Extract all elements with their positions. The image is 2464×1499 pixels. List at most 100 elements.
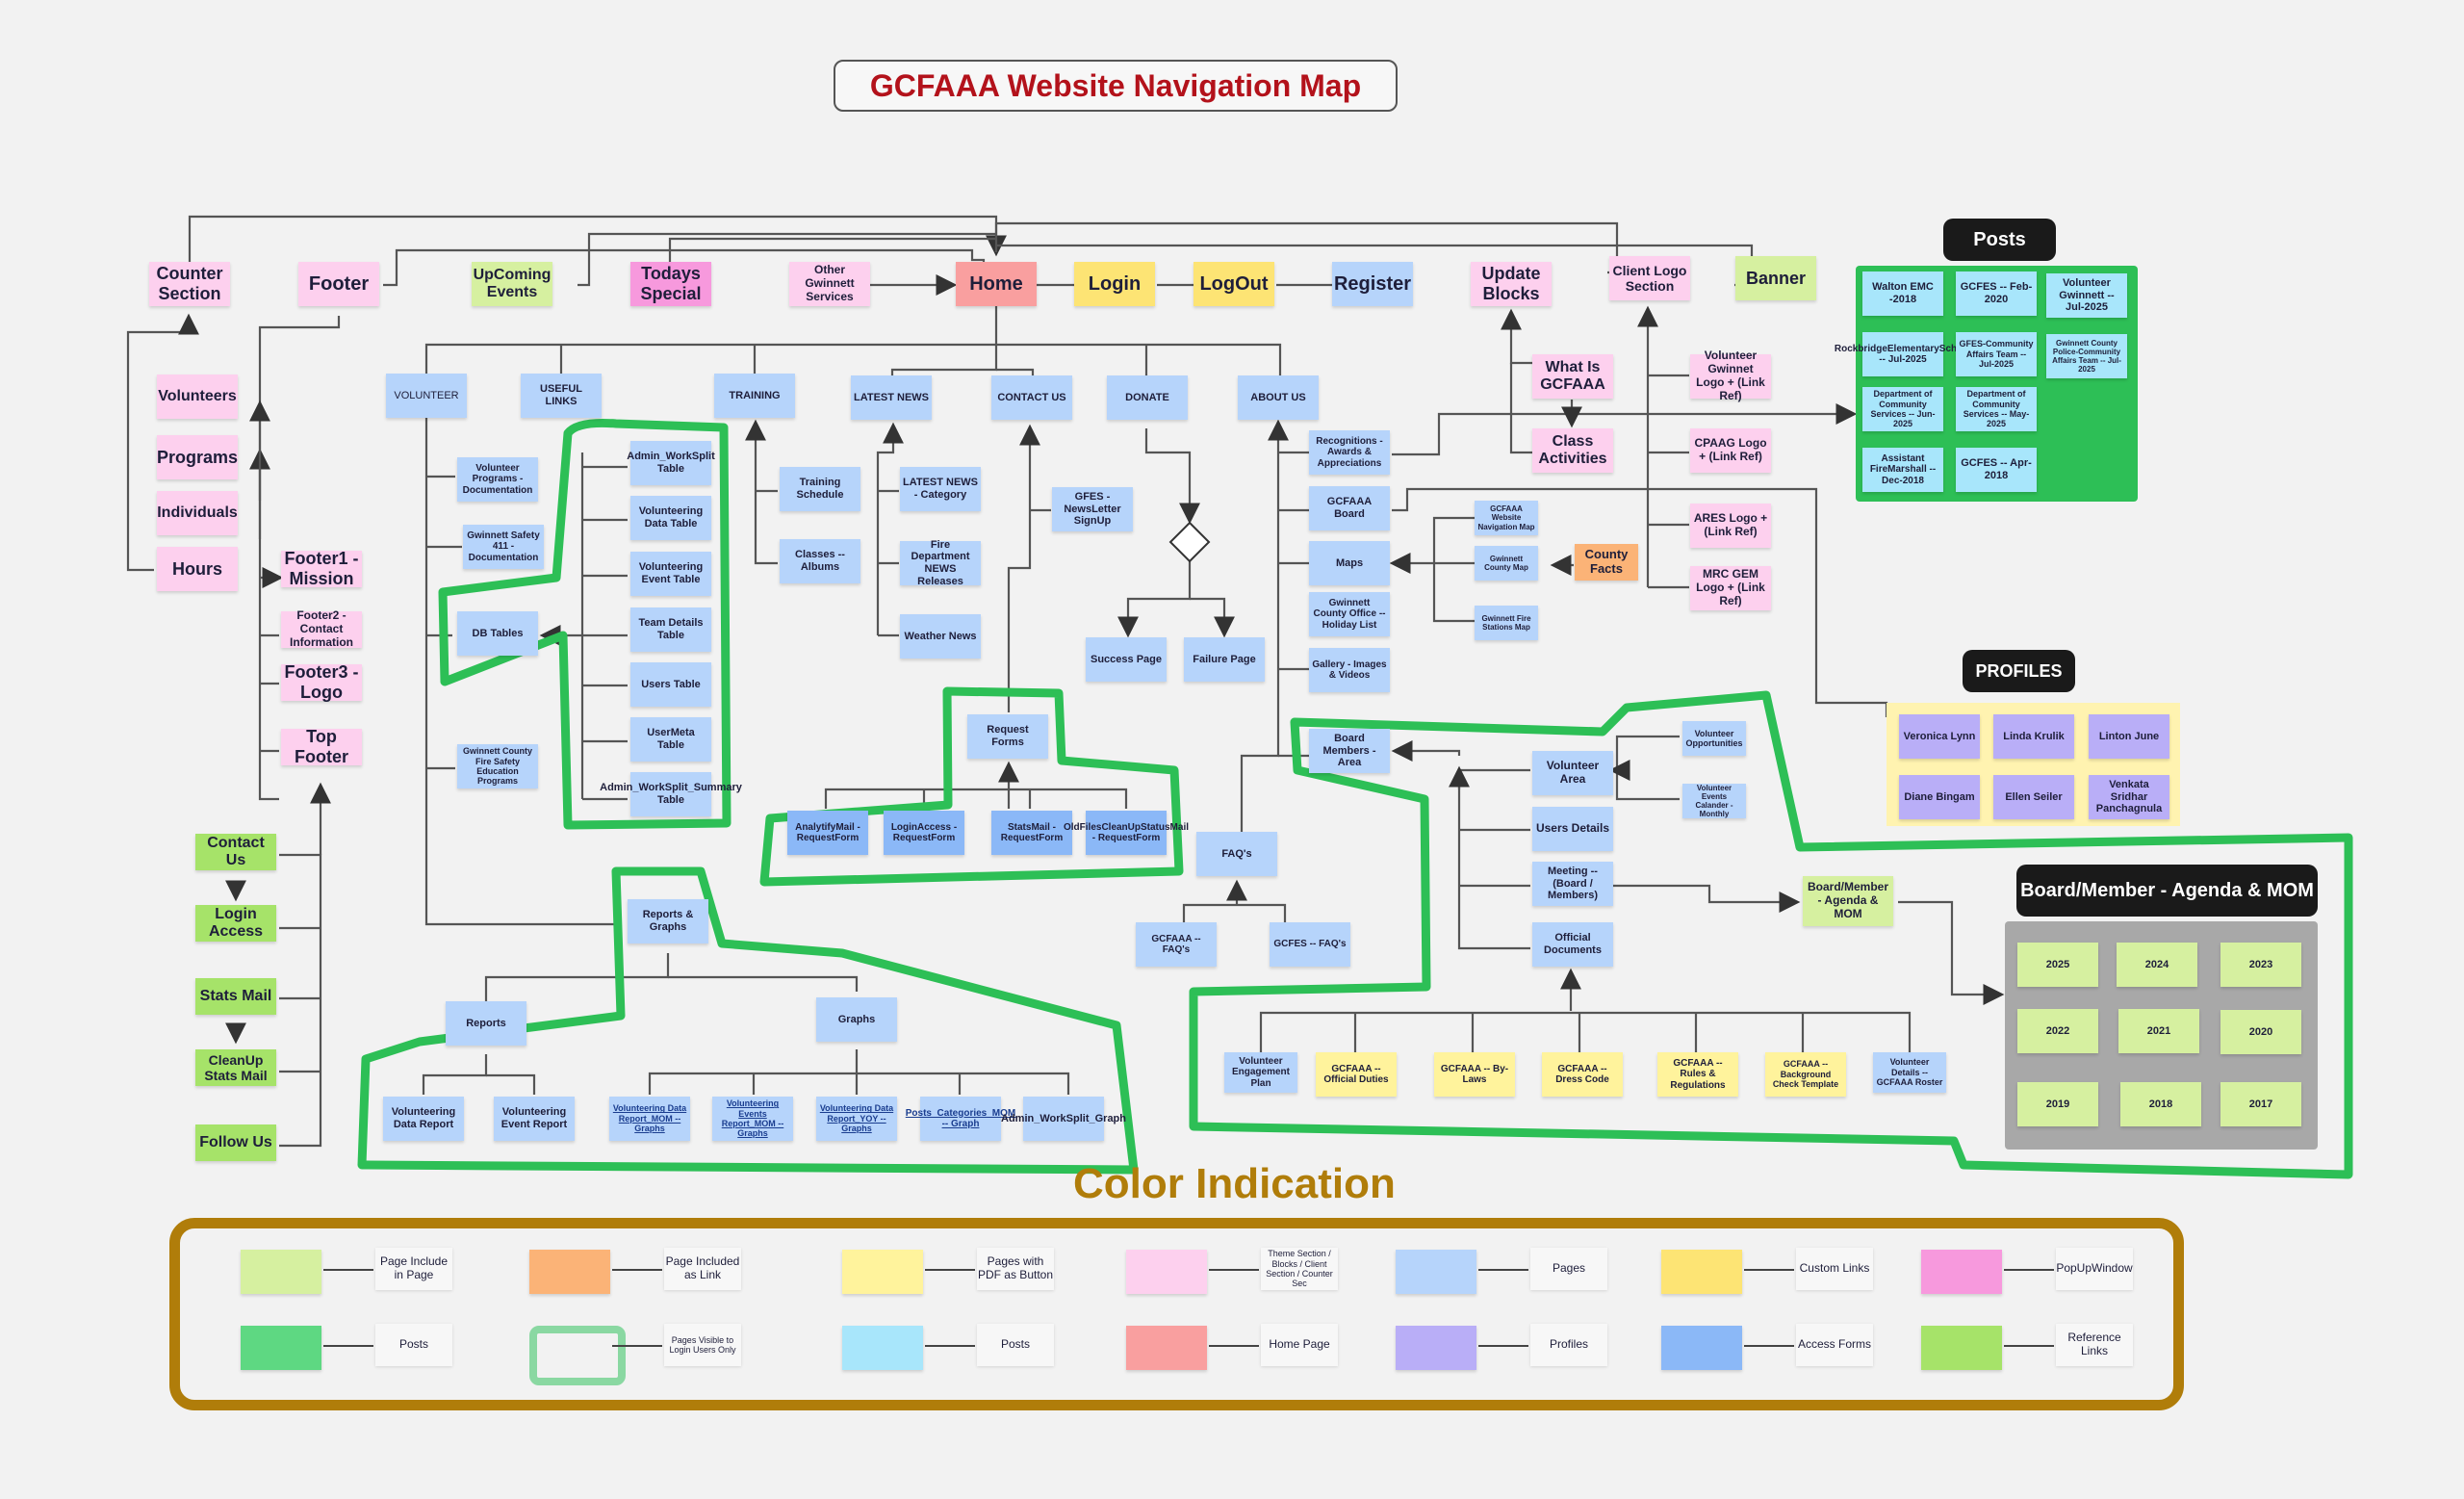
board-members-area-node[interactable]: Board Members - Area xyxy=(1309,729,1390,773)
map-item[interactable]: Gwinnett Fire Stations Map xyxy=(1475,606,1538,640)
post-item[interactable]: GCFES -- Feb-2020 xyxy=(1956,271,2037,316)
top-footer-link[interactable]: Follow Us xyxy=(195,1124,276,1161)
profile-item[interactable]: Diane Bingam xyxy=(1899,775,1980,819)
graph-item[interactable]: Posts_Categories_MOM -- Graph xyxy=(906,1097,1015,1141)
client-logo-item[interactable]: MRC GEM Logo + (Link Ref) xyxy=(1690,566,1771,610)
post-item[interactable]: Department of Community Services -- May-… xyxy=(1956,387,2037,431)
about-child[interactable]: Gallery - Images & Videos xyxy=(1309,648,1390,692)
agenda-year[interactable]: 2017 xyxy=(2220,1082,2301,1126)
todays-special-node[interactable]: Todays Special xyxy=(630,262,711,306)
graph-item[interactable]: Admin_WorkSplit_Graph xyxy=(1001,1097,1126,1141)
agenda-year[interactable]: 2018 xyxy=(2120,1082,2201,1126)
post-item[interactable]: Assistant FireMarshall -- Dec-2018 xyxy=(1862,448,1943,492)
request-form-item[interactable]: OldFilesCleanUpStatusMail - RequestForm xyxy=(1064,811,1189,855)
about-child[interactable]: GCFAAA Board xyxy=(1309,486,1390,530)
users-details-node[interactable]: Users Details xyxy=(1532,807,1613,851)
counter-item[interactable]: Hours xyxy=(157,547,238,591)
doc-item[interactable]: GCFAAA -- Official Duties xyxy=(1316,1052,1397,1097)
doc-item[interactable]: GCFAAA -- Background Check Template xyxy=(1765,1052,1846,1097)
doc-item[interactable]: GCFAAA -- Dress Code xyxy=(1542,1052,1623,1097)
request-form-item[interactable]: AnalytifyMail - RequestForm xyxy=(787,811,868,855)
menu-volunteer[interactable]: VOLUNTEER xyxy=(386,374,467,418)
profile-item[interactable]: Linton June xyxy=(2089,714,2169,759)
top-footer-link[interactable]: Stats Mail xyxy=(195,978,276,1015)
class-activities-node[interactable]: Class Activities xyxy=(1532,428,1613,473)
faq-item[interactable]: GCFES -- FAQ's xyxy=(1270,922,1350,967)
footer-item[interactable]: Footer2 - Contact Information xyxy=(281,608,362,649)
profile-item[interactable]: Venkata Sridhar Panchagnula xyxy=(2089,775,2169,819)
graph-item[interactable]: Volunteering Data Report_MOM -- Graphs xyxy=(609,1097,690,1141)
db-table-item[interactable]: Users Table xyxy=(630,662,711,707)
counter-item[interactable]: Individuals xyxy=(157,491,238,535)
menu-latest-news[interactable]: LATEST NEWS xyxy=(851,375,932,420)
about-child[interactable]: Recognitions - Awards & Appreciations xyxy=(1309,430,1390,475)
post-item[interactable]: Gwinnett County Police-Community Affairs… xyxy=(2046,334,2127,378)
footer-node[interactable]: Footer xyxy=(298,262,379,306)
success-page-node[interactable]: Success Page xyxy=(1086,637,1167,682)
doc-item[interactable]: Volunteer Engagement Plan xyxy=(1224,1052,1297,1093)
failure-page-node[interactable]: Failure Page xyxy=(1184,637,1265,682)
footer-item[interactable]: Top Footer xyxy=(281,727,362,766)
other-gwinnett-services-node[interactable]: Other Gwinnett Services xyxy=(789,262,870,306)
newsletter-signup-node[interactable]: GFES - NewsLetter SignUp xyxy=(1052,487,1133,531)
banner-node[interactable]: Banner xyxy=(1735,256,1816,300)
graph-item[interactable]: Volunteering Data Report_YOY -- Graphs xyxy=(816,1097,897,1141)
maps-node[interactable]: Maps xyxy=(1309,541,1390,585)
agenda-link-node[interactable]: Board/Member - Agenda & MOM xyxy=(1803,876,1893,926)
post-item[interactable]: GCFES -- Apr-2018 xyxy=(1956,448,2037,492)
home-node[interactable]: Home xyxy=(956,262,1037,306)
client-logo-item[interactable]: ARES Logo + (Link Ref) xyxy=(1690,504,1771,548)
volunteer-area-child[interactable]: Volunteer Events Calander - Monthly xyxy=(1682,784,1746,818)
db-table-item[interactable]: Admin_WorkSplit_Summary Table xyxy=(600,772,742,816)
agenda-year[interactable]: 2019 xyxy=(2017,1082,2098,1126)
post-item[interactable]: Department of Community Services -- Jun-… xyxy=(1862,387,1943,431)
footer-item[interactable]: Footer3 - Logo xyxy=(281,662,362,702)
profile-item[interactable]: Linda Krulik xyxy=(1993,714,2074,759)
reports-graphs-node[interactable]: Reports & Graphs xyxy=(628,899,708,943)
counter-item[interactable]: Volunteers xyxy=(157,375,238,419)
top-footer-link[interactable]: Contact Us xyxy=(195,834,276,870)
profile-item[interactable]: Veronica Lynn xyxy=(1899,714,1980,759)
agenda-year[interactable]: 2024 xyxy=(2117,943,2197,987)
faqs-node[interactable]: FAQ's xyxy=(1196,832,1277,876)
agenda-year[interactable]: 2023 xyxy=(2220,943,2301,987)
volunteer-child[interactable]: Gwinnett Safety 411 - Documentation xyxy=(463,525,544,569)
logout-node[interactable]: LogOut xyxy=(1194,262,1274,306)
graph-item[interactable]: Volunteering Events Report_MOM -- Graphs xyxy=(712,1097,793,1141)
menu-donate[interactable]: DONATE xyxy=(1107,375,1188,420)
official-documents-node[interactable]: Official Documents xyxy=(1532,922,1613,967)
about-child[interactable]: Gwinnett County Office -- Holiday List xyxy=(1309,592,1390,636)
upcoming-events-node[interactable]: UpComing Events xyxy=(472,262,552,306)
report-item[interactable]: Volunteering Event Report xyxy=(494,1097,575,1141)
profile-item[interactable]: Ellen Seiler xyxy=(1993,775,2074,819)
news-item[interactable]: Fire Department NEWS Releases xyxy=(900,539,981,587)
volunteer-area-node[interactable]: Volunteer Area xyxy=(1532,751,1613,795)
faq-item[interactable]: GCFAAA -- FAQ's xyxy=(1136,922,1217,967)
client-logo-item[interactable]: Volunteer Gwinnet Logo + (Link Ref) xyxy=(1690,349,1771,402)
client-logo-section-node[interactable]: Client Logo Section xyxy=(1609,256,1690,300)
post-item[interactable]: RockbridgeElementarySchool -- Jul-2025 xyxy=(1835,332,1971,376)
db-table-item[interactable]: UserMeta Table xyxy=(630,717,711,762)
menu-training[interactable]: TRAINING xyxy=(714,374,795,418)
menu-contact-us[interactable]: CONTACT US xyxy=(991,375,1072,420)
volunteer-area-child[interactable]: Volunteer Opportunities xyxy=(1682,721,1746,756)
request-forms-node[interactable]: Request Forms xyxy=(967,714,1048,759)
report-item[interactable]: Volunteering Data Report xyxy=(383,1097,464,1141)
db-table-item[interactable]: Team Details Table xyxy=(630,607,711,652)
doc-item[interactable]: Volunteer Details -- GCFAAA Roster xyxy=(1873,1052,1946,1093)
reports-node[interactable]: Reports xyxy=(446,1001,526,1046)
doc-item[interactable]: GCFAAA -- Rules & Regulations xyxy=(1657,1052,1738,1097)
volunteer-child[interactable]: Gwinnett County Fire Safety Education Pr… xyxy=(457,744,538,788)
footer-item[interactable]: Footer1 - Mission xyxy=(281,549,362,588)
agenda-year[interactable]: 2025 xyxy=(2017,943,2098,987)
agenda-year[interactable]: 2022 xyxy=(2017,1009,2098,1053)
register-node[interactable]: Register xyxy=(1332,262,1413,306)
menu-about-us[interactable]: ABOUT US xyxy=(1238,375,1319,420)
request-form-item[interactable]: LoginAccess - RequestForm xyxy=(884,811,964,855)
db-table-item[interactable]: Volunteering Event Table xyxy=(630,552,711,596)
doc-item[interactable]: GCFAAA -- By-Laws xyxy=(1434,1052,1515,1097)
county-facts-node[interactable]: County Facts xyxy=(1575,544,1638,581)
volunteer-child[interactable]: Volunteer Programs - Documentation xyxy=(457,457,538,502)
what-is-gcfaaa-node[interactable]: What Is GCFAAA xyxy=(1532,354,1613,399)
training-item[interactable]: Classes -- Albums xyxy=(780,539,860,583)
